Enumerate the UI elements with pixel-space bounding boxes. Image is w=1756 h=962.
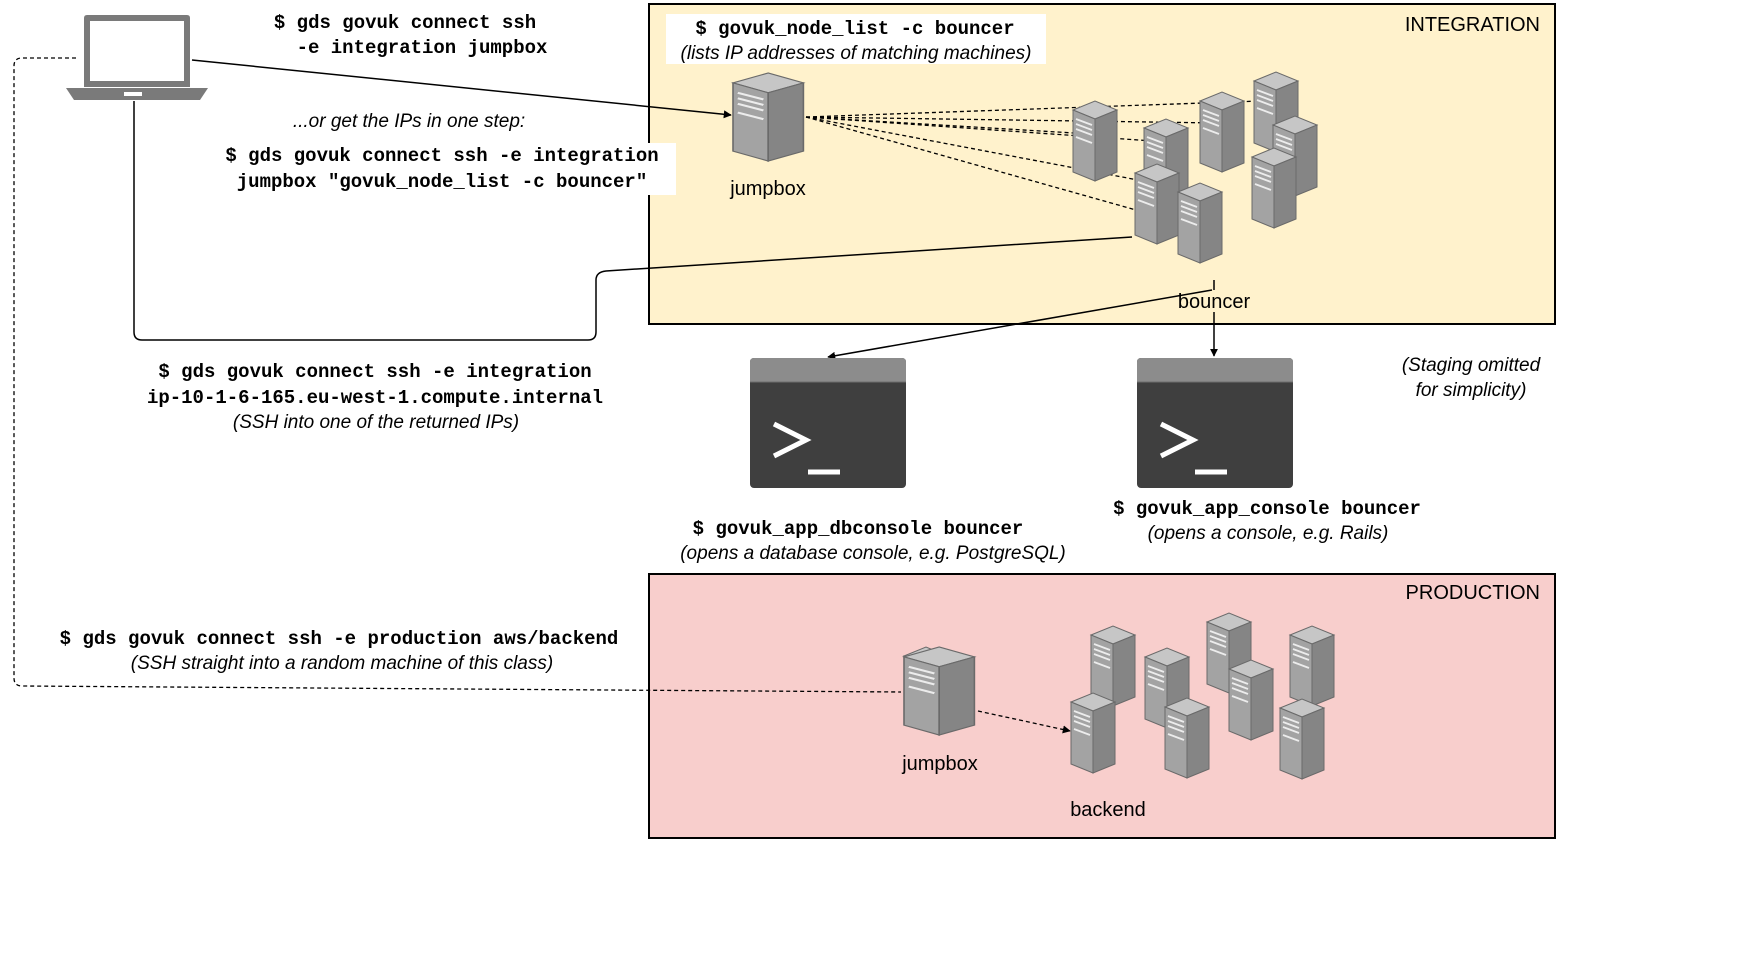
connector-production-jumpbox-to-backend	[977, 710, 1071, 734]
one-step-intro: ...or get the IPs in one step:	[293, 111, 525, 132]
command-one-step-line2: jumpbox "govuk_node_list -c bouncer"	[237, 171, 647, 193]
server-icon	[731, 71, 805, 163]
server-icon	[1090, 625, 1136, 707]
command-node-list: $ govuk_node_list -c bouncer	[695, 18, 1014, 40]
command-connect-jumpbox-line2: -e integration jumpbox	[297, 37, 548, 59]
command-ssh-ip-line1: $ gds govuk connect ssh -e integration	[158, 361, 591, 383]
label-backend: backend	[1070, 799, 1146, 821]
console-note: (opens a console, e.g. Rails)	[1148, 523, 1389, 544]
dbconsole-note: (opens a database console, e.g. PostgreS…	[680, 543, 1066, 564]
connector-laptop-to-bouncer	[133, 101, 1133, 341]
label-jumpbox-integration: jumpbox	[729, 178, 806, 200]
ssh-ip-note: (SSH into one of the returned IPs)	[233, 412, 519, 433]
command-console: $ govuk_app_console bouncer	[1113, 498, 1421, 520]
laptop-icon	[66, 15, 208, 100]
server-icon	[1251, 147, 1297, 229]
production-note: (SSH straight into a random machine of t…	[131, 653, 553, 674]
server-icon	[1177, 182, 1223, 264]
terminal-icon	[1137, 358, 1293, 488]
server-icon	[1279, 698, 1325, 780]
command-ssh-ip-line2: ip-10-1-6-165.eu-west-1.compute.internal	[147, 387, 603, 409]
command-production-ssh: $ gds govuk connect ssh -e production aw…	[60, 628, 619, 650]
server-icon	[1199, 91, 1245, 173]
server-icon	[1228, 659, 1274, 741]
server-icon	[1164, 697, 1210, 779]
connector-laptop-to-production-jumpbox	[13, 57, 902, 693]
integration-zone-label: INTEGRATION	[1405, 14, 1540, 36]
node-list-note: (lists IP addresses of matching machines…	[681, 43, 1032, 64]
node-list-background	[666, 14, 1046, 64]
server-icon	[1289, 625, 1335, 707]
command-one-step-line1: $ gds govuk connect ssh -e integration	[225, 145, 658, 167]
server-icon	[1070, 692, 1116, 774]
server-icon	[1072, 100, 1118, 182]
command-connect-jumpbox-line1: $ gds govuk connect ssh	[274, 12, 536, 34]
connectors	[13, 57, 1261, 734]
staging-note-line1: (Staging omitted	[1402, 355, 1542, 376]
terminal-icon	[750, 358, 906, 488]
label-bouncer: bouncer	[1178, 291, 1251, 313]
connector-bouncer-to-dbconsole	[827, 289, 1213, 360]
staging-note-line2: for simplicity)	[1416, 380, 1527, 401]
server-icon	[1134, 163, 1180, 245]
command-dbconsole: $ govuk_app_dbconsole bouncer	[693, 518, 1024, 540]
connector-laptop-to-jumpbox	[191, 59, 732, 119]
production-zone-label: PRODUCTION	[1406, 582, 1540, 604]
label-jumpbox-production: jumpbox	[901, 753, 978, 775]
one-step-command-background	[204, 143, 676, 195]
